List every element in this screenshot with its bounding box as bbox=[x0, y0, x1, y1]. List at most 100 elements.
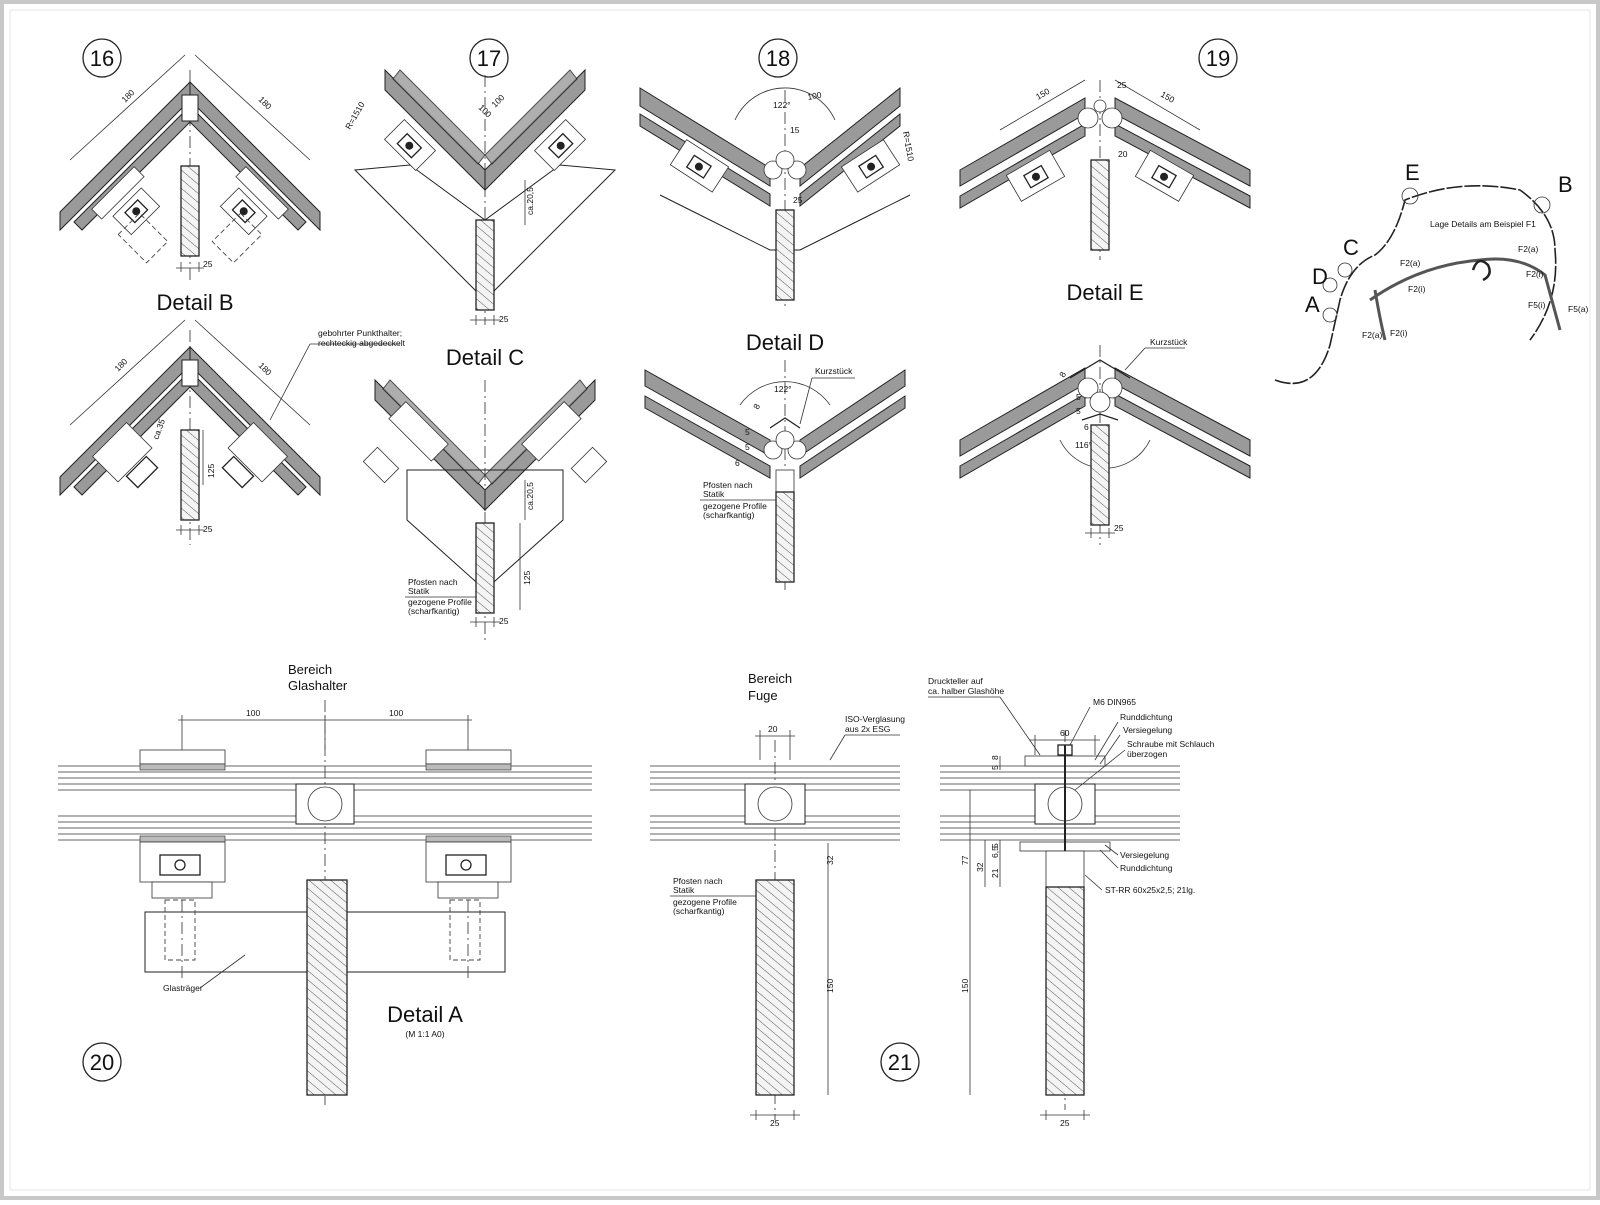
detail-e-lower: 116° Kurzstück 8 5 5 6 25 bbox=[959, 337, 1251, 545]
label-bereich-fuge: Bereich bbox=[748, 671, 792, 686]
svg-text:25: 25 bbox=[1060, 1118, 1070, 1128]
svg-text:gezogene Profile: gezogene Profile bbox=[673, 897, 737, 907]
svg-text:17: 17 bbox=[477, 46, 501, 71]
detail-a-scale: (M 1:1 A0) bbox=[405, 1029, 444, 1039]
title-detail-d: Detail D bbox=[746, 330, 824, 355]
svg-text:18: 18 bbox=[766, 46, 790, 71]
label-bereich-glashalter: Bereich bbox=[288, 662, 332, 677]
svg-text:21: 21 bbox=[888, 1050, 912, 1075]
svg-text:150: 150 bbox=[960, 979, 970, 993]
detail-c-lower: ca.20,5 125 25 Pfosten nach Statik gezog… bbox=[362, 378, 608, 640]
svg-text:Glashalter: Glashalter bbox=[288, 678, 348, 693]
svg-text:F2(a): F2(a) bbox=[1518, 244, 1538, 254]
label-iso-verglasung: ISO-Verglasung bbox=[845, 714, 905, 724]
svg-text:(scharfkantig): (scharfkantig) bbox=[673, 906, 725, 916]
svg-text:Versiegelung: Versiegelung bbox=[1123, 725, 1172, 735]
svg-text:5: 5 bbox=[1076, 406, 1081, 416]
detail-number-20: 20 bbox=[82, 1042, 122, 1082]
svg-text:F5(i): F5(i) bbox=[1528, 300, 1546, 310]
svg-text:überzogen: überzogen bbox=[1127, 749, 1167, 759]
svg-text:6,5: 6,5 bbox=[990, 846, 1000, 858]
svg-text:122°: 122° bbox=[774, 384, 792, 394]
svg-text:6: 6 bbox=[1084, 422, 1089, 432]
svg-text:5: 5 bbox=[745, 427, 750, 437]
svg-text:(scharfkantig): (scharfkantig) bbox=[703, 510, 755, 520]
svg-text:100: 100 bbox=[246, 708, 260, 718]
detail-number-19: 19 bbox=[1198, 38, 1238, 78]
label-pfosten-c: Pfosten nach bbox=[408, 577, 458, 587]
detail-number-16: 16 bbox=[82, 38, 122, 78]
label-pfosten-d: Pfosten nach bbox=[703, 480, 753, 490]
title-detail-b: Detail B bbox=[156, 290, 233, 315]
map-letter-e: E bbox=[1405, 160, 1420, 185]
svg-text:Versiegelung: Versiegelung bbox=[1120, 850, 1169, 860]
detail-number-21: 21 bbox=[880, 1042, 920, 1082]
svg-text:25: 25 bbox=[770, 1118, 780, 1128]
svg-text:25: 25 bbox=[793, 195, 803, 205]
label-punkthalter: gebohrter Punkthalter; bbox=[318, 328, 402, 338]
svg-text:25: 25 bbox=[499, 314, 509, 324]
svg-text:20: 20 bbox=[1118, 149, 1128, 159]
svg-text:F2(a): F2(a) bbox=[1362, 330, 1382, 340]
label-m6: M6 DIN965 bbox=[1093, 697, 1136, 707]
title-detail-a: Detail A bbox=[387, 1002, 463, 1027]
map-caption: Lage Details am Beispiel F1 bbox=[1430, 219, 1536, 229]
detail-number-18: 18 bbox=[758, 38, 798, 78]
svg-text:F2(a): F2(a) bbox=[1400, 258, 1420, 268]
svg-text:77: 77 bbox=[960, 855, 970, 865]
label-st-rr: ST-RR 60x25x2,5; 21lg. bbox=[1105, 885, 1195, 895]
svg-text:100: 100 bbox=[389, 708, 403, 718]
svg-text:16: 16 bbox=[90, 46, 114, 71]
detail-fuge: Bereich Fuge 20 ISO-Verglasung aus 2x ES… bbox=[650, 671, 905, 1128]
title-detail-e: Detail E bbox=[1066, 280, 1143, 305]
svg-text:Fuge: Fuge bbox=[748, 688, 778, 703]
label-druckteller: Druckteller auf bbox=[928, 676, 983, 686]
dim-116: 116° bbox=[1075, 440, 1092, 450]
svg-text:(scharfkantig): (scharfkantig) bbox=[408, 606, 460, 616]
svg-text:Statik: Statik bbox=[408, 586, 430, 596]
svg-text:25: 25 bbox=[203, 524, 213, 534]
svg-text:5: 5 bbox=[745, 442, 750, 452]
detail-d-upper: 122° 100 15 25 R=1510 bbox=[639, 86, 916, 310]
label-kurzstueck-e: Kurzstück bbox=[1150, 337, 1188, 347]
svg-text:25: 25 bbox=[1117, 80, 1127, 90]
svg-text:Statik: Statik bbox=[703, 489, 725, 499]
detail-b-upper: 180 180 25 bbox=[59, 54, 321, 280]
svg-text:20: 20 bbox=[768, 724, 778, 734]
detail-number-17: 17 bbox=[469, 38, 509, 78]
svg-text:F5(a): F5(a) bbox=[1568, 304, 1588, 314]
dim-25: 25 bbox=[203, 259, 213, 269]
svg-text:20: 20 bbox=[90, 1050, 114, 1075]
label-glastraeger: Glasträger bbox=[163, 983, 203, 993]
svg-text:5: 5 bbox=[1076, 392, 1081, 402]
detail-druckteller: 60 Druckteller auf ca. halber Glashöhe M… bbox=[928, 676, 1215, 1128]
detail-e-upper: 150 150 25 20 bbox=[959, 79, 1251, 260]
svg-text:25: 25 bbox=[499, 616, 509, 626]
dim-122-d: 122° bbox=[773, 100, 791, 110]
svg-text:6: 6 bbox=[735, 458, 740, 468]
svg-text:21: 21 bbox=[990, 868, 1000, 878]
svg-text:rechteckig abgedeckelt: rechteckig abgedeckelt bbox=[318, 338, 406, 348]
svg-text:60: 60 bbox=[1060, 728, 1070, 738]
svg-text:aus 2x ESG: aus 2x ESG bbox=[845, 724, 890, 734]
svg-text:Runddichtung: Runddichtung bbox=[1120, 712, 1173, 722]
label-kurzstueck-d: Kurzstück bbox=[815, 366, 853, 376]
svg-text:Runddichtung: Runddichtung bbox=[1120, 863, 1173, 873]
map-letter-a: A bbox=[1305, 292, 1320, 317]
svg-text:5: 5 bbox=[990, 765, 1000, 770]
svg-text:32: 32 bbox=[975, 862, 985, 872]
svg-text:125: 125 bbox=[522, 571, 532, 585]
svg-text:8: 8 bbox=[751, 402, 762, 411]
map-letter-d: D bbox=[1312, 264, 1328, 289]
detail-b-lower: 180 180 ca.35 125 25 gebohrter Punkthalt… bbox=[59, 319, 406, 545]
svg-text:ca. halber Glashöhe: ca. halber Glashöhe bbox=[928, 686, 1004, 696]
detail-d-lower: 122° Kurzstück 8 5 5 6 Pfosten nach Stat… bbox=[644, 360, 906, 590]
svg-text:ca.20,5: ca.20,5 bbox=[525, 482, 535, 510]
svg-text:32: 32 bbox=[825, 855, 835, 865]
svg-text:ca.20,5: ca.20,5 bbox=[525, 187, 535, 215]
svg-text:F2(i): F2(i) bbox=[1390, 328, 1408, 338]
location-map: A B C D E Lage Details am Beispiel F1 F2… bbox=[1274, 160, 1588, 385]
svg-text:25: 25 bbox=[1114, 523, 1124, 533]
